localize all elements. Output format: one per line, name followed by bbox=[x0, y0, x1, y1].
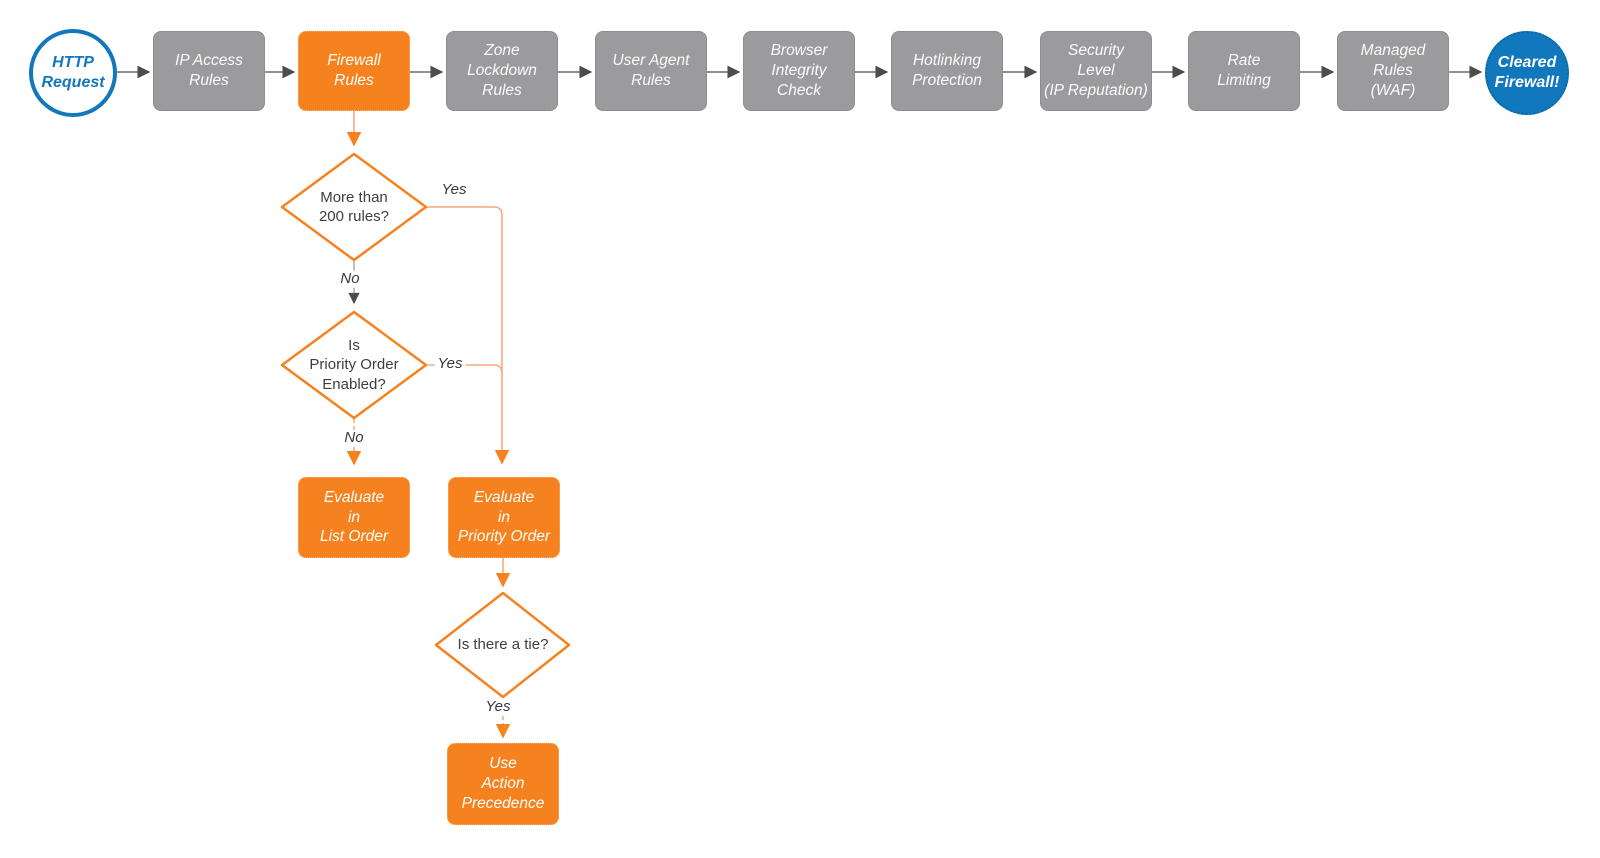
node-use-action-precedence: Use Action Precedence bbox=[447, 743, 559, 825]
node-http-request: HTTP Request bbox=[29, 29, 117, 117]
node-rate-limiting: Rate Limiting bbox=[1188, 31, 1300, 111]
node-firewall-rules: Firewall Rules bbox=[298, 31, 410, 111]
edge-label-decision3-yes: Yes bbox=[482, 698, 514, 716]
decision-label-more-than-200-rules: More than 200 rules? bbox=[318, 188, 390, 226]
edge-label-decision2-yes: Yes bbox=[434, 355, 466, 373]
node-ip-access-rules: IP Access Rules bbox=[153, 31, 265, 111]
node-security-level: Security Level (IP Reputation) bbox=[1040, 31, 1152, 111]
decision-diamond-is-there-a-tie bbox=[434, 591, 571, 699]
edge-decision2-yes-merge bbox=[427, 364, 503, 374]
edge-label-decision1-no: No bbox=[337, 270, 363, 288]
node-zone-lockdown-rules: Zone Lockdown Rules bbox=[446, 31, 558, 111]
edge-label-decision2-no: No bbox=[341, 429, 367, 447]
node-browser-integrity-check: Browser Integrity Check bbox=[743, 31, 855, 111]
node-cleared-firewall: Cleared Firewall! bbox=[1485, 31, 1569, 115]
edge-label-decision1-yes: Yes bbox=[438, 181, 470, 199]
decision-diamond-priority-order-enabled bbox=[280, 310, 428, 420]
node-user-agent-rules: User Agent Rules bbox=[595, 31, 707, 111]
edge-decision1-yes-to-priority-order bbox=[427, 206, 510, 465]
node-evaluate-priority-order: Evaluate in Priority Order bbox=[448, 477, 560, 558]
decision-label-priority-order-enabled: Is Priority Order Enabled? bbox=[309, 336, 399, 393]
node-evaluate-list-order: Evaluate in List Order bbox=[298, 477, 410, 558]
decision-label-is-there-a-tie: Is there a tie? bbox=[457, 636, 549, 654]
node-hotlinking-protection: Hotlinking Protection bbox=[891, 31, 1003, 111]
decision-diamond-more-than-200-rules bbox=[280, 152, 428, 262]
node-managed-rules-waf: Managed Rules (WAF) bbox=[1337, 31, 1449, 111]
